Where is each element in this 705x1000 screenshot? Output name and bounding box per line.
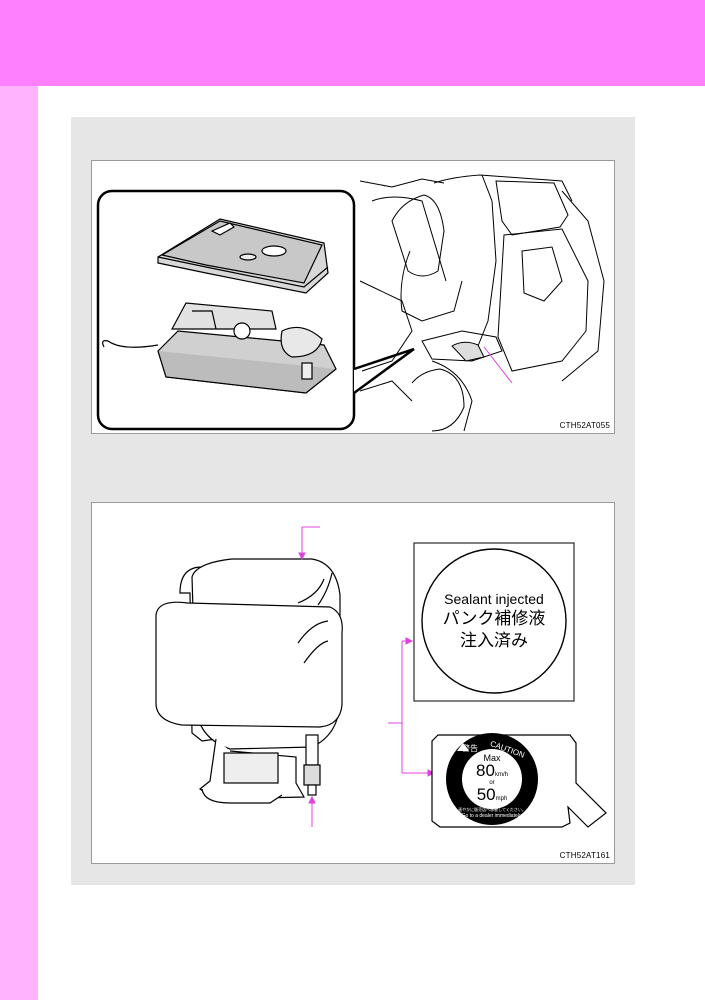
speed-mph-value: 50	[476, 785, 496, 804]
english-instruction: Go to a dealer immediately.	[461, 813, 523, 819]
speed-label-text: 警告 CAUTION Max 80km/h or 50mph 速やかに販売店へ移…	[446, 733, 538, 825]
sealant-labels-figure: Sealant injected パンク補修液 注入済み 警告 CAUTION …	[91, 502, 615, 864]
figure-code-label: CTH52AT055	[559, 421, 610, 430]
speed-kmh-value: 80	[476, 761, 495, 780]
sticker-japanese-line2: 注入済み	[460, 631, 528, 651]
sealant-bottle-drawing	[155, 558, 343, 804]
kit-lid-drawing	[157, 218, 329, 294]
speed-or: or	[489, 780, 495, 786]
sticker-japanese-line1: パンク補修液	[442, 609, 546, 629]
vehicle-door-drawing	[359, 174, 605, 432]
repair-kit-location-figure: CTH52AT055	[91, 160, 615, 434]
side-tab-strip	[0, 86, 38, 1000]
sticker-english-line: Sealant injected	[444, 591, 544, 607]
warning-kanji: 警告	[462, 744, 478, 753]
repair-kit-illustration	[96, 174, 605, 432]
kit-base-drawing	[102, 302, 337, 394]
header-band	[0, 0, 705, 86]
sealant-sticker-circle	[421, 548, 567, 694]
figure-code-label: CTH52AT161	[559, 851, 610, 860]
speed-kmh-unit: km/h	[494, 772, 508, 778]
speed-mph-row: 50mph	[446, 786, 538, 808]
speed-label-inner	[462, 749, 522, 809]
callout-lines	[298, 526, 436, 827]
location-pointer-line	[483, 346, 513, 384]
speed-kmh-row: 80km/h	[446, 762, 538, 784]
sealant-sticker-text: Sealant injected パンク補修液 注入済み	[414, 591, 574, 652]
speed-mph-unit: mph	[495, 796, 508, 802]
speed-max: Max	[483, 753, 501, 763]
sealant-illustration	[155, 526, 607, 828]
japanese-instruction: 速やかに販売店へ移動してください。	[458, 807, 526, 812]
